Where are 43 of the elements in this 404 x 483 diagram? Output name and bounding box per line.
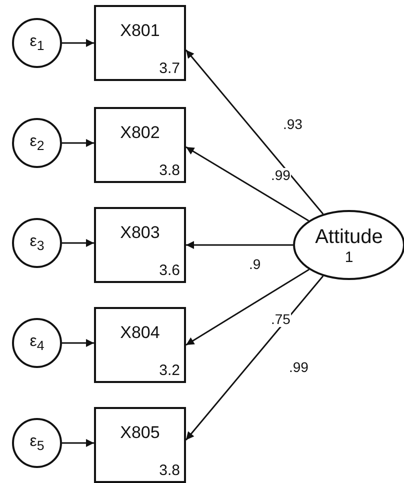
error-label: ε$_{5}$ — [28, 433, 46, 454]
intercept-value: 3.7 — [159, 60, 180, 77]
path-arrow — [185, 276, 324, 440]
path-arrow — [186, 241, 293, 249]
error-label: ε$_{3}$ — [28, 233, 46, 254]
intercept-value: 3.6 — [159, 262, 180, 279]
error-label: ε$_{4}$ — [28, 333, 46, 354]
observed-variable-box — [94, 307, 186, 383]
error-term-circle — [12, 18, 62, 68]
intercept-value: 3.8 — [159, 162, 180, 179]
error-term-circle — [12, 218, 62, 268]
path-arrow — [62, 339, 94, 347]
observed-variable-box — [94, 207, 186, 283]
error-term-circle — [12, 318, 62, 368]
variable-name: X803 — [119, 223, 161, 243]
intercept-value: 3.8 — [159, 462, 180, 479]
path-arrow — [185, 50, 324, 214]
error-term-circle — [12, 118, 62, 168]
path-arrow — [62, 39, 94, 47]
error-term-circle — [12, 418, 62, 468]
path-arrow — [62, 439, 94, 447]
observed-variable-box — [94, 407, 186, 483]
variance-value: 1 — [344, 249, 354, 266]
observed-variable-box — [94, 5, 186, 81]
edge-label: .9 — [248, 257, 262, 272]
path-arrow — [62, 239, 94, 247]
variable-name: X802 — [119, 123, 161, 143]
edge-label: .75 — [270, 312, 292, 327]
variable-name: X801 — [119, 21, 161, 41]
error-label: ε$_{2}$ — [28, 133, 46, 154]
observed-variable-box — [94, 107, 186, 183]
path-arrow — [186, 268, 310, 346]
error-label: ε$_{1}$ — [28, 33, 46, 54]
edge-label: .99 — [270, 168, 292, 183]
path-arrow — [62, 139, 94, 147]
edge-label: .93 — [282, 117, 304, 132]
edge-label: .99 — [288, 360, 310, 375]
variable-name: X804 — [119, 323, 161, 343]
latent-variable-ellipse — [293, 210, 404, 280]
path-arrow — [186, 146, 310, 222]
variable-name: X805 — [119, 423, 161, 443]
intercept-value: 3.2 — [159, 362, 180, 379]
latent-name: Attitude — [314, 226, 384, 249]
